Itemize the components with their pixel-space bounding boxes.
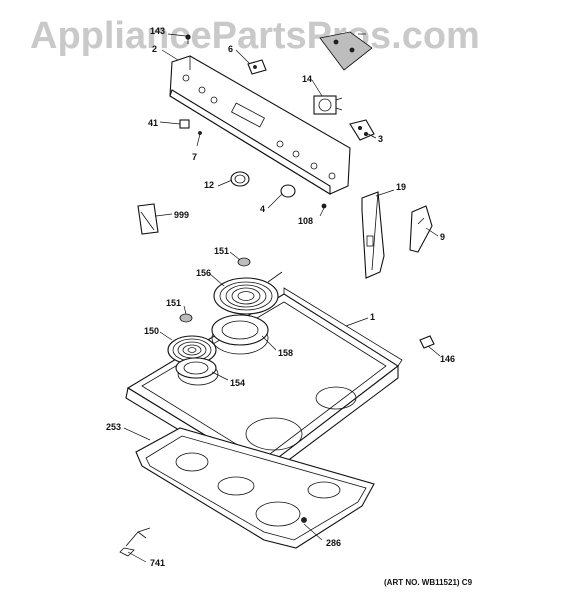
callout-154: 154 [230,378,245,388]
large-drip-pan [211,314,269,346]
literature-card-part [137,203,159,235]
callout-156: 156 [196,268,211,278]
callout-9: 9 [440,232,445,242]
receptacle-part [419,335,435,349]
watermark-logo-text: AppliancePartsPros.com [30,15,480,57]
wire-harness-part [119,527,151,557]
small-screw-part [196,131,202,147]
callout-2: 2 [152,44,157,54]
knob-part [280,184,296,198]
art-number-caption: (ART NO. WB11521) C9 [384,578,473,587]
callout-108: 108 [298,216,313,226]
callout-146: 146 [440,354,455,364]
callout-3: 3 [378,134,383,144]
callout-19: 19 [396,182,406,192]
screw-part [185,34,191,44]
backsplash-panel [169,55,351,195]
end-cap-part [409,205,433,253]
burner-box-part [135,427,375,549]
callout-150: 150 [144,326,159,336]
callout-14: 14 [302,74,312,84]
callout-151-top: 151 [214,246,229,256]
callout-4: 4 [260,204,265,214]
callout-253: 253 [106,422,121,432]
receptacle-cap-part [179,257,251,323]
callout-1: 1 [370,312,375,322]
control-knob-part [230,171,250,187]
bracket-part [247,59,267,75]
leader-lines [123,33,441,563]
callout-741: 741 [150,558,165,568]
callout-7: 7 [192,152,197,162]
callout-143: 143 [150,26,165,36]
callout-286: 286 [326,538,341,548]
callout-151-left: 151 [166,298,181,308]
small-drip-pan [175,357,217,379]
large-surface-unit-coil [213,271,283,315]
callout-41: 41 [148,118,158,128]
terminal-block-part [349,119,375,141]
clip-part [179,119,190,129]
infinite-switch-part [313,95,343,115]
callout-158: 158 [278,348,293,358]
callout-6: 6 [228,44,233,54]
side-trim-bracket-part [361,191,385,279]
callout-12: 12 [204,180,214,190]
callout-999: 999 [174,210,189,220]
timer-module-part [319,31,373,71]
spring-clip-part [321,203,327,209]
